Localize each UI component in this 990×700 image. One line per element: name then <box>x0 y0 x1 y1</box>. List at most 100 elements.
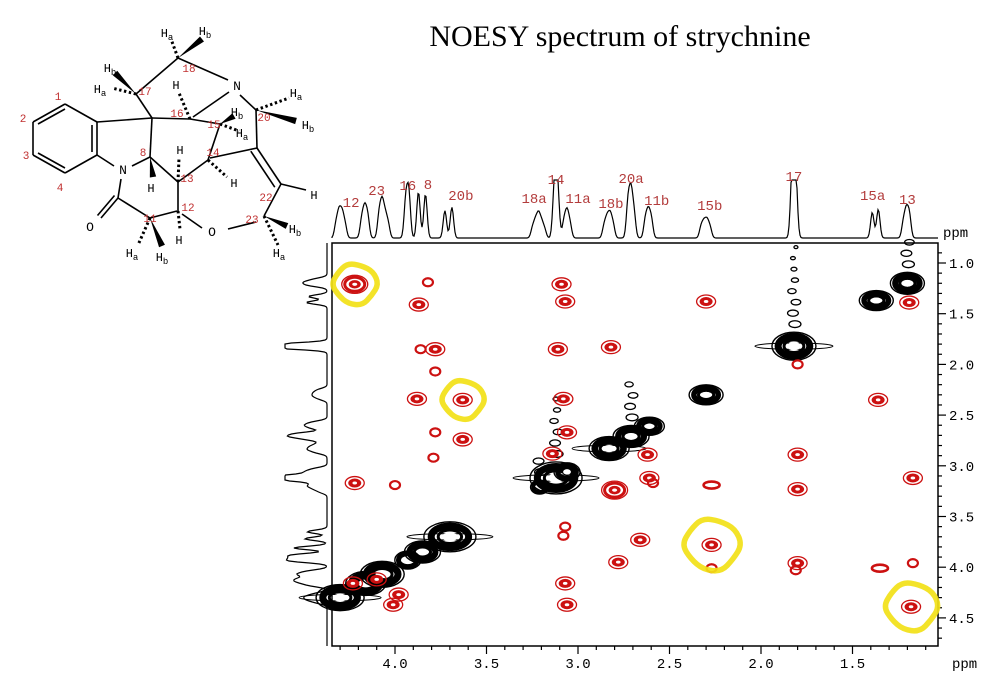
cross-peak <box>787 447 808 462</box>
cross-peak <box>556 597 578 612</box>
diagonal-peak-17 <box>754 244 834 361</box>
structure-label: H <box>175 234 182 248</box>
peak-label-12: 12 <box>343 196 360 212</box>
structure-label: H <box>230 177 237 191</box>
cross-peak <box>344 475 365 491</box>
structure-label: 1 <box>55 92 62 104</box>
cross-peak <box>600 340 622 355</box>
cross-peak <box>383 597 404 612</box>
y-tick-label: 1.0 <box>949 257 974 273</box>
structure-label: H <box>176 144 183 158</box>
cross-peak <box>421 277 435 288</box>
peak-label-13: 13 <box>899 193 916 209</box>
structure-label: 18 <box>182 64 195 76</box>
cross-peaks <box>341 274 924 614</box>
cross-peak <box>406 391 428 407</box>
structure-label: 11 <box>143 214 157 226</box>
structure-label: 20 <box>257 113 270 125</box>
y-tick-label: 4.0 <box>949 561 974 577</box>
y-axis-unit: ppm <box>943 226 968 242</box>
cross-peak <box>787 481 808 497</box>
cross-peak <box>408 297 429 312</box>
peak-label-11a: 11a <box>565 192 590 208</box>
peak-label-14: 14 <box>548 173 565 189</box>
cross-peak <box>414 344 427 355</box>
cross-peak <box>547 342 569 357</box>
cross-peak <box>791 359 804 370</box>
cross-peak <box>789 565 802 576</box>
cross-peak <box>388 587 409 602</box>
diagonal-peaks <box>298 238 926 612</box>
cross-peak <box>867 392 889 408</box>
peak-label-16: 16 <box>399 179 416 195</box>
x-tick-label: 1.5 <box>840 657 865 673</box>
x-tick-label: 3.0 <box>565 657 590 673</box>
structure-label: 3 <box>23 151 30 163</box>
peak-label-20b: 20b <box>448 189 473 205</box>
cross-peak <box>555 576 576 591</box>
structure-label: N <box>119 163 127 178</box>
cross-peak <box>388 479 402 491</box>
peak-label-18b: 18b <box>598 197 623 213</box>
highlight-circles <box>330 261 941 634</box>
cross-peak <box>608 554 629 570</box>
cross-peak <box>556 425 578 440</box>
structure-label: 4 <box>57 183 64 195</box>
yellow-highlight-circle <box>681 516 743 574</box>
y-tick-label: 2.0 <box>949 358 974 374</box>
cross-peak <box>342 576 364 591</box>
peak-label-20a: 20a <box>618 172 643 188</box>
structure-label: O <box>86 220 94 235</box>
x-tick-label: 4.0 <box>382 657 407 673</box>
yellow-highlight-circle <box>439 377 487 423</box>
yellow-highlight-circle <box>330 261 380 308</box>
cross-peak <box>551 277 572 292</box>
structure-label: N <box>233 79 241 94</box>
structure-label: 12 <box>181 203 194 215</box>
cross-peak <box>899 295 920 310</box>
peak-label-23: 23 <box>368 184 385 200</box>
cross-peak <box>906 558 919 569</box>
peak-label-17: 17 <box>786 170 803 186</box>
cross-peak <box>452 392 473 408</box>
y-tick-label: 1.5 <box>949 308 974 324</box>
cross-peak <box>630 532 651 547</box>
cross-peak <box>559 521 572 532</box>
y-tick-label: 2.5 <box>949 409 974 425</box>
x-axis-unit: ppm <box>952 657 977 673</box>
cross-peak <box>557 530 570 541</box>
peak-label-11b: 11b <box>644 194 669 210</box>
peak-label-18a: 18a <box>521 192 546 208</box>
cross-peak <box>900 599 922 614</box>
cross-peak <box>646 477 660 489</box>
cross-peak <box>695 294 717 309</box>
cross-peak <box>425 342 446 357</box>
y-tick-label: 3.5 <box>949 511 974 527</box>
cross-peak <box>542 446 563 461</box>
diagonal-peak-15b <box>688 384 724 406</box>
structure-label: H <box>172 79 179 93</box>
structure-label: 15 <box>207 120 220 132</box>
x-tick-label: 2.5 <box>657 657 682 673</box>
plot-border <box>331 242 939 647</box>
cross-peak <box>639 470 660 486</box>
cross-peak <box>701 537 722 553</box>
cross-peak <box>702 480 721 490</box>
cross-peak <box>553 391 574 407</box>
diagonal-peak-20a <box>612 381 650 449</box>
diagonal-peak-8 <box>403 540 442 564</box>
diagonal-peak-15a <box>858 289 894 312</box>
structure-label: H <box>147 182 154 196</box>
cross-peak <box>341 274 369 294</box>
structure-label: 13 <box>180 174 193 186</box>
peak-label-8: 8 <box>424 178 432 194</box>
